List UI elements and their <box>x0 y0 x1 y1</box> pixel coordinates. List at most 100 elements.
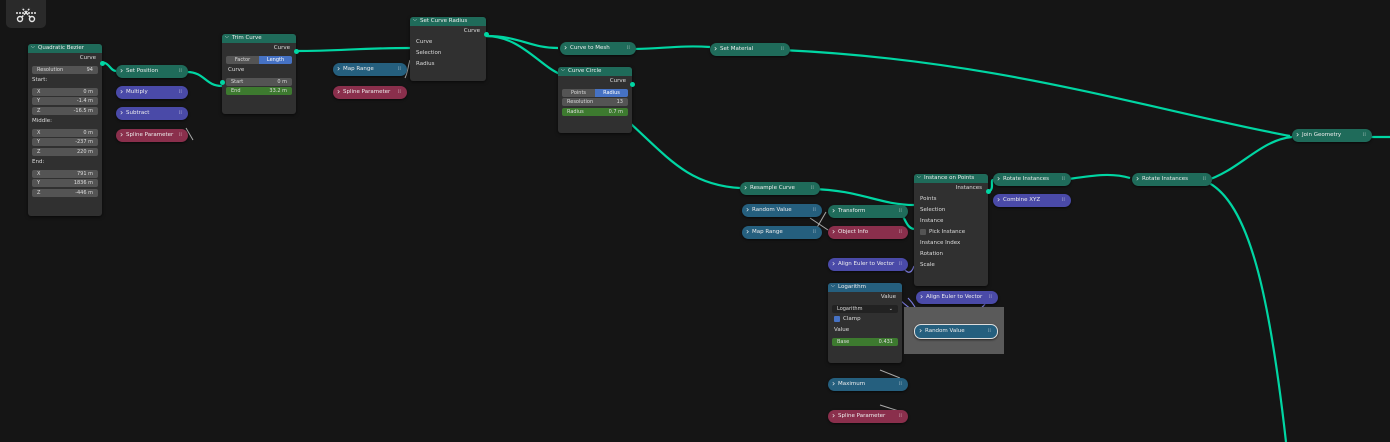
operation-dropdown[interactable]: Logarithm⌄ <box>832 304 898 313</box>
scale-input-label: Scale <box>920 262 935 268</box>
rotate-instances-node[interactable]: Rotate Instances⁞⁞ <box>993 172 1071 186</box>
label: Spline Parameter <box>838 413 886 419</box>
value: 0.431 <box>878 338 893 345</box>
combine-xyz-node[interactable]: Combine XYZ⁞⁞ <box>993 193 1071 207</box>
spline-parameter-node[interactable]: Spline Parameter⁞⁞ <box>116 128 188 142</box>
label: End <box>231 88 241 94</box>
factor-option[interactable]: Factor <box>226 55 259 64</box>
label: Curve to Mesh <box>570 45 610 51</box>
curve-output-label: Curve <box>79 55 96 61</box>
length-option[interactable]: Length <box>259 55 292 64</box>
axis-label: X <box>37 129 41 136</box>
end-z-field[interactable]: Z-446 m <box>32 188 98 197</box>
label: Multiply <box>126 89 148 95</box>
multiply-node[interactable]: Multiply⁞⁞ <box>116 85 188 99</box>
instances-output-socket[interactable] <box>985 189 991 194</box>
resample-curve-node[interactable]: Resample Curve⁞⁞ <box>740 181 820 195</box>
axis-label: Y <box>37 98 41 104</box>
label: Map Range <box>752 229 783 235</box>
object-info-node[interactable]: Object Info⁞⁞ <box>828 225 908 239</box>
random-value-node[interactable]: Random Value⁞⁞ <box>914 324 998 339</box>
map-range-node[interactable]: Map Range⁞⁞ <box>333 62 407 76</box>
points-option[interactable]: Points <box>562 88 595 97</box>
axis-label: Z <box>37 107 41 114</box>
cut-links-icon <box>16 7 36 23</box>
node-header[interactable]: Set Curve Radius <box>410 16 486 26</box>
label: Set Material <box>720 46 754 52</box>
curve-to-mesh-node[interactable]: Curve to Mesh⁞⁞ <box>560 41 636 55</box>
label: Random Value <box>925 328 965 334</box>
map-range-node[interactable]: Map Range⁞⁞ <box>742 225 822 239</box>
axis-label: Z <box>37 189 41 196</box>
join-geometry-node[interactable]: Join Geometry⁞⁞ <box>1292 128 1372 142</box>
label: Spline Parameter <box>126 132 174 138</box>
align-euler-to-vector-node[interactable]: Align Euler to Vector⁞⁞ <box>828 257 908 271</box>
node-header[interactable]: Curve Circle <box>558 66 632 76</box>
start-label: Start: <box>32 77 48 83</box>
link <box>485 34 561 76</box>
rotate-instances-node[interactable]: Rotate Instances⁞⁞ <box>1132 172 1212 186</box>
instance-on-points-node[interactable]: Instance on Points Instances Points Sele… <box>914 173 991 286</box>
curve-output-socket[interactable] <box>483 32 489 37</box>
spline-parameter-node[interactable]: Spline Parameter⁞⁞ <box>333 85 407 99</box>
link <box>295 46 411 53</box>
set-material-node[interactable]: Set Material⁞⁞ <box>710 42 790 56</box>
radius-option[interactable]: Radius <box>595 88 628 97</box>
node-header[interactable]: Quadratic Bezier <box>28 43 102 53</box>
curve-input-label: Curve <box>228 67 245 73</box>
start-y-field[interactable]: Y-1.4 m <box>32 97 98 105</box>
label: Subtract <box>126 110 150 116</box>
link <box>1204 179 1288 442</box>
link <box>1204 135 1293 183</box>
node-header[interactable]: Logarithm <box>828 282 902 292</box>
curve-input-socket[interactable] <box>219 80 225 85</box>
curve-output-socket[interactable] <box>629 82 635 87</box>
maximum-node[interactable]: Maximum⁞⁞ <box>828 377 908 391</box>
instances-output-label: Instances <box>955 185 982 191</box>
node-header[interactable]: Trim Curve <box>222 33 296 43</box>
radius-input-label: Radius <box>416 61 435 67</box>
clamp-checkbox[interactable]: Clamp <box>828 314 902 325</box>
curve-output-socket[interactable] <box>293 49 299 54</box>
curve-output-socket[interactable] <box>99 61 105 66</box>
subtract-node[interactable]: Subtract⁞⁞ <box>116 106 188 120</box>
node-header[interactable]: Instance on Points <box>914 173 988 183</box>
checkbox-icon[interactable] <box>834 315 840 322</box>
set-curve-radius-node[interactable]: Set Curve Radius Curve Curve Selection R… <box>410 16 489 81</box>
checkbox-icon[interactable] <box>920 228 926 235</box>
value-output-label: Value <box>880 294 896 300</box>
axis-label: Y <box>37 180 41 186</box>
cut-links-tool-button[interactable] <box>6 0 46 28</box>
pick-instance-checkbox[interactable]: Pick Instance <box>914 227 988 238</box>
random-value-node[interactable]: Random Value⁞⁞ <box>742 203 822 217</box>
transform-node[interactable]: Transform⁞⁞ <box>828 204 908 218</box>
label: Align Euler to Vector <box>838 261 895 267</box>
value: -16.5 m <box>73 107 93 114</box>
resolution-label: Resolution <box>37 66 64 73</box>
middle-y-field[interactable]: Y-237 m <box>32 138 98 146</box>
start-z-field[interactable]: Z -16.5 m <box>32 106 98 115</box>
instance-input-label: Instance <box>920 218 944 224</box>
selection-input-label: Selection <box>416 50 442 56</box>
logarithm-node[interactable]: Logarithm Value Logarithm⌄ Clamp Value B… <box>828 282 902 363</box>
align-euler-to-vector-node[interactable]: Align Euler to Vector⁞⁞ <box>916 290 998 304</box>
set-position-node[interactable]: Set Position⁞⁞ <box>116 64 188 78</box>
spline-parameter-node[interactable]: Spline Parameter⁞⁞ <box>828 409 908 423</box>
